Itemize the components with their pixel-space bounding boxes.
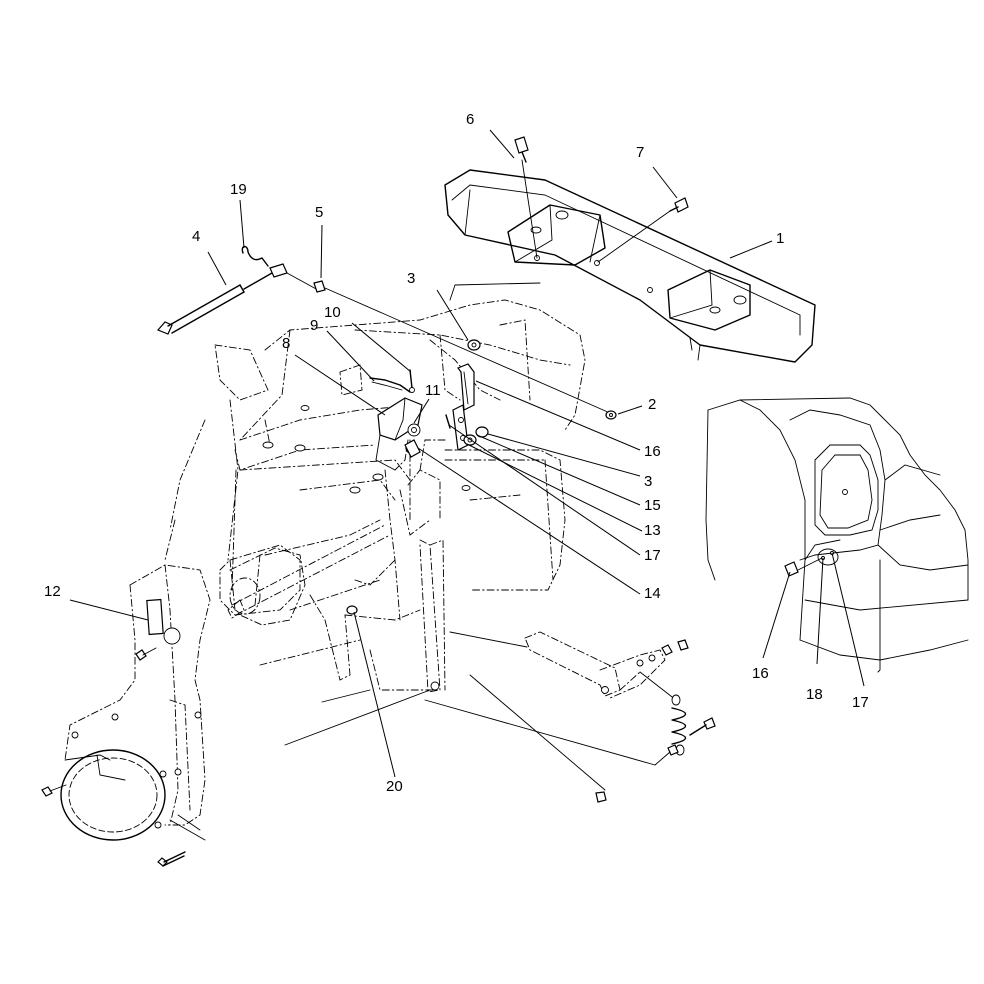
- callout-12: 12: [44, 583, 61, 600]
- cable-part-9: [369, 377, 411, 393]
- callout-7: 7: [636, 144, 644, 161]
- fitting-part-5: [313, 280, 611, 414]
- bolt-part-7: [597, 197, 689, 263]
- bolt-part-6: [514, 136, 538, 259]
- nut-part-2: [605, 410, 617, 420]
- callout-6: 6: [466, 111, 474, 128]
- callout-13: 13: [644, 522, 661, 539]
- callout-18: 18: [806, 686, 823, 703]
- fastener-part-20: [346, 605, 358, 615]
- callout-2: 2: [648, 396, 656, 413]
- drive-shaft: [227, 524, 391, 619]
- assembly-lines: [284, 631, 671, 791]
- callout-9: 9: [310, 317, 318, 334]
- lower-arm-assembly: [524, 631, 716, 803]
- blower-housing: [41, 564, 211, 867]
- frame-box: [339, 364, 363, 396]
- callout-16-inset: 16: [752, 665, 769, 682]
- callout-8: 8: [282, 335, 290, 352]
- callout-3-lower: 3: [644, 473, 652, 490]
- callout-5: 5: [315, 204, 323, 221]
- callout-19: 19: [230, 181, 247, 198]
- inset-view: [705, 397, 969, 673]
- nut-part-3-upper: [467, 339, 481, 351]
- bumper-part: [444, 169, 816, 363]
- screw-part-10: [409, 369, 415, 393]
- callout-17-inset: 17: [852, 694, 869, 711]
- callout-20: 20: [386, 778, 403, 795]
- frame-assembly: [164, 299, 586, 693]
- pin-part-17: [445, 414, 451, 429]
- callout-1: 1: [776, 230, 784, 247]
- callout-11: 11: [425, 382, 441, 399]
- callout-3-upper: 3: [407, 270, 415, 287]
- clip-part-19: [241, 245, 269, 267]
- callout-14: 14: [644, 585, 661, 602]
- gas-strut-part: [156, 263, 319, 335]
- callout-10: 10: [324, 304, 341, 321]
- callout-16-main: 16: [644, 443, 661, 460]
- bracket-part-8: [375, 397, 423, 471]
- callout-15: 15: [644, 497, 661, 514]
- mount-lines: [449, 282, 541, 301]
- callout-17-main: 17: [644, 547, 661, 564]
- latch-part-16: [457, 363, 475, 411]
- leader-lines: [69, 129, 865, 778]
- bolt-part-14: [404, 439, 421, 458]
- callout-4: 4: [192, 228, 200, 245]
- motor-block: [229, 547, 306, 626]
- callout-labels: 1 2 3 3 4 5 6 7 8 9 10 11 12 13 14 15 16…: [44, 111, 869, 795]
